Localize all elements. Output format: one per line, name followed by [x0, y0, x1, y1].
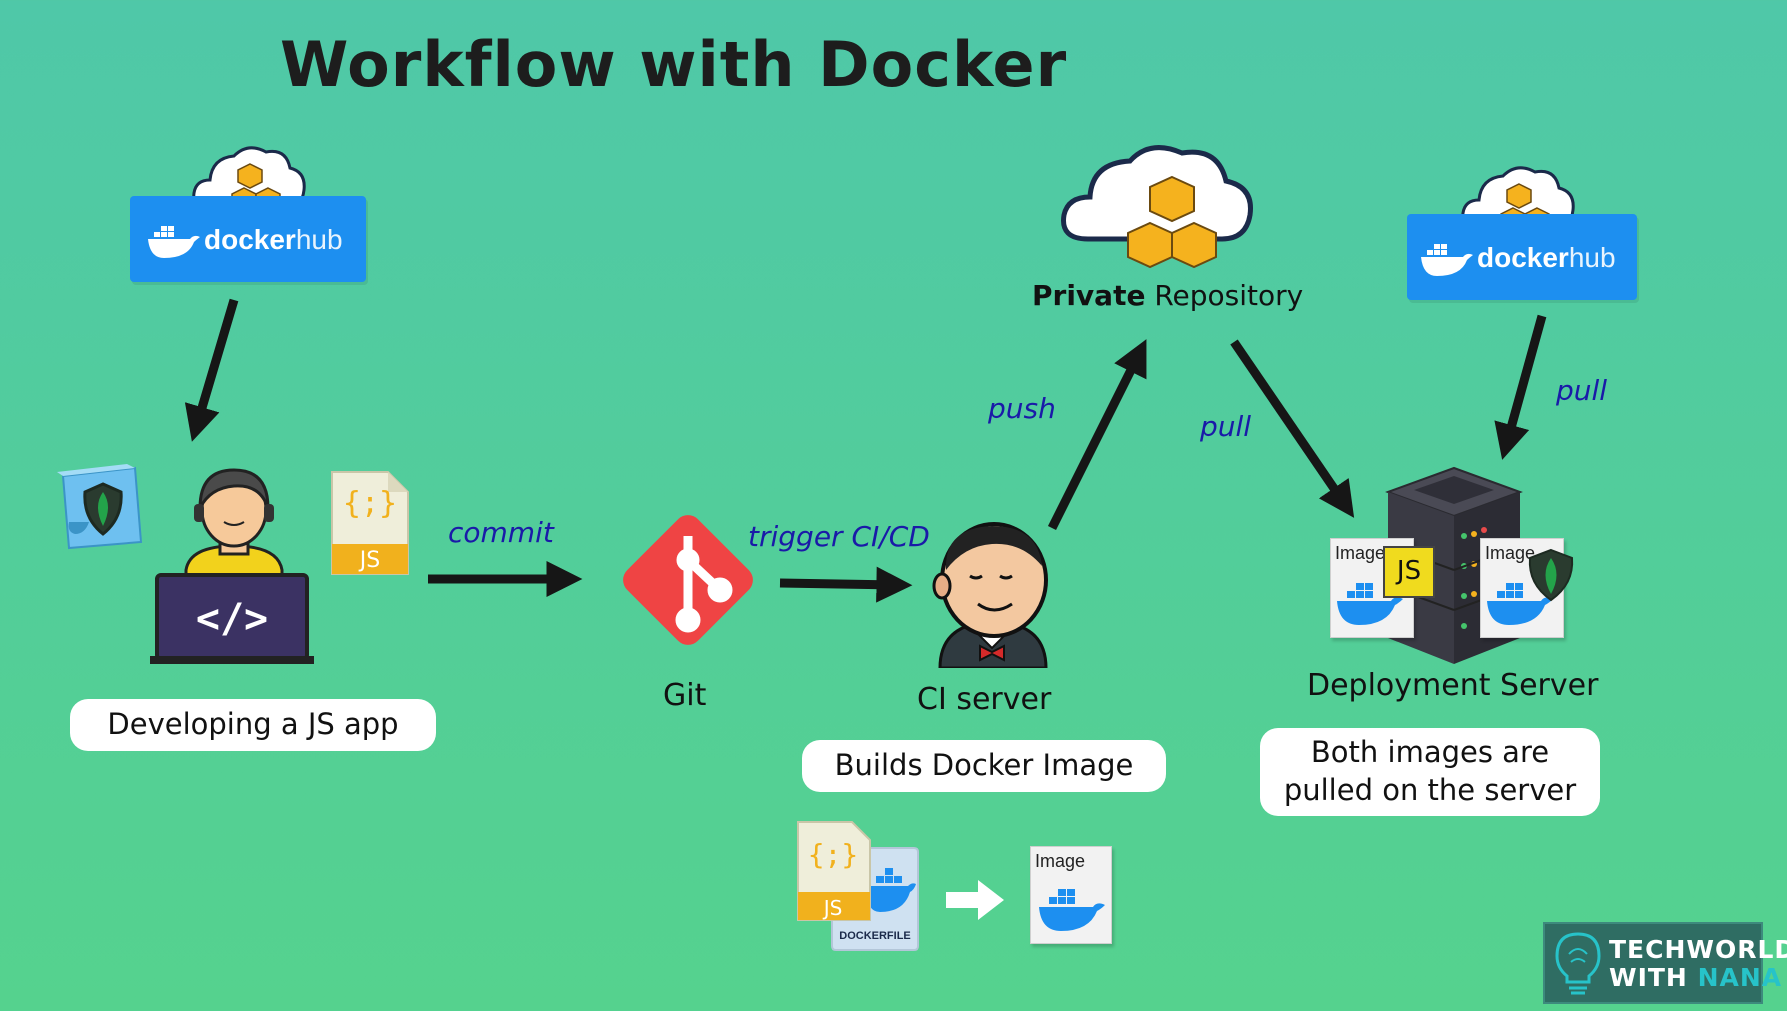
js-logo-badge: JS: [1383, 546, 1435, 598]
deployment-caption-line2: pulled on the server: [1283, 773, 1577, 807]
developer-caption: Developing a JS app: [70, 699, 436, 751]
arrow-push: [1047, 339, 1147, 531]
dockerhub-brand: docker: [1477, 242, 1569, 273]
js-badge: JS: [359, 548, 381, 573]
dockerhub-right: dockerhub: [1407, 158, 1647, 308]
logo-line2-b: NANA: [1697, 963, 1783, 992]
docker-whale-icon: [1039, 889, 1105, 931]
dockerhub-suffix: hub: [295, 224, 343, 255]
ci-caption: Builds Docker Image: [802, 740, 1166, 792]
dockerhub-brand: docker: [204, 224, 296, 255]
deployment-server-label: Deployment Server: [1307, 668, 1599, 703]
js-image-label: Image: [1335, 543, 1386, 563]
arrow-trigger: [779, 566, 913, 603]
techworld-logo: TECHWORLD WITH NANA: [1543, 922, 1787, 1004]
brain-bulb-icon: [1555, 932, 1601, 995]
jenkins-icon: [932, 522, 1048, 668]
private-repository-rest: Repository: [1145, 279, 1304, 312]
commit-label: commit: [448, 516, 554, 549]
arrow-pull-hub: [1494, 314, 1547, 460]
pull-private-label: pull: [1200, 410, 1252, 443]
deployment-caption: Both images are pulled on the server: [1260, 728, 1600, 816]
js-braces: {;}: [342, 486, 398, 521]
dockerfile-js-braces: {;}: [807, 838, 859, 871]
dockerfile-label: DOCKERFILE: [839, 930, 911, 942]
packages-icon: [1127, 175, 1217, 269]
git-icon: [623, 515, 753, 645]
push-label: push: [988, 392, 1056, 425]
git-label: Git: [663, 678, 707, 713]
white-arrow-icon: [946, 880, 1004, 920]
built-image-label: Image: [1035, 851, 1086, 871]
developer-avatar: </>: [150, 460, 320, 665]
logo-line1: TECHWORLD: [1609, 935, 1787, 964]
deployment-caption-line1: Both images are: [1310, 735, 1550, 770]
docker-whale-icon: [148, 226, 200, 258]
ci-server-label: CI server: [917, 682, 1052, 717]
js-logo-text: JS: [1396, 556, 1422, 586]
private-repository-bold: Private: [1032, 279, 1146, 312]
docker-whale-icon: [1421, 244, 1473, 276]
arrow-dockerhub-to-dev: [184, 298, 239, 442]
page-title: Workflow with Docker: [280, 28, 1068, 101]
code-glyph: </>: [196, 596, 268, 642]
private-repository: Private Repository: [1030, 135, 1304, 315]
dockerhub-left: dockerhub: [130, 138, 370, 288]
built-image-card: Image: [1030, 846, 1112, 944]
mongo-image-label: Image: [1485, 543, 1536, 563]
docker-whale-icon: [1487, 583, 1553, 625]
js-file-icon: {;} JS: [330, 470, 410, 576]
dockerhub-suffix: hub: [1568, 242, 1616, 273]
dockerhub-banner: dockerhub: [1407, 214, 1637, 300]
pull-hub-label: pull: [1556, 374, 1608, 407]
trigger-label: trigger CI/CD: [748, 520, 930, 553]
logo-line2-a: WITH: [1609, 963, 1698, 992]
mongo-container-icon: [55, 462, 145, 552]
dockerfile-icon: {;} JS DOCKERFILE: [796, 820, 920, 952]
docker-whale-icon: [1337, 583, 1403, 625]
dockerhub-banner: dockerhub: [130, 196, 366, 282]
mongodb-icon: [1528, 548, 1574, 602]
dockerfile-js-badge: JS: [823, 896, 843, 920]
